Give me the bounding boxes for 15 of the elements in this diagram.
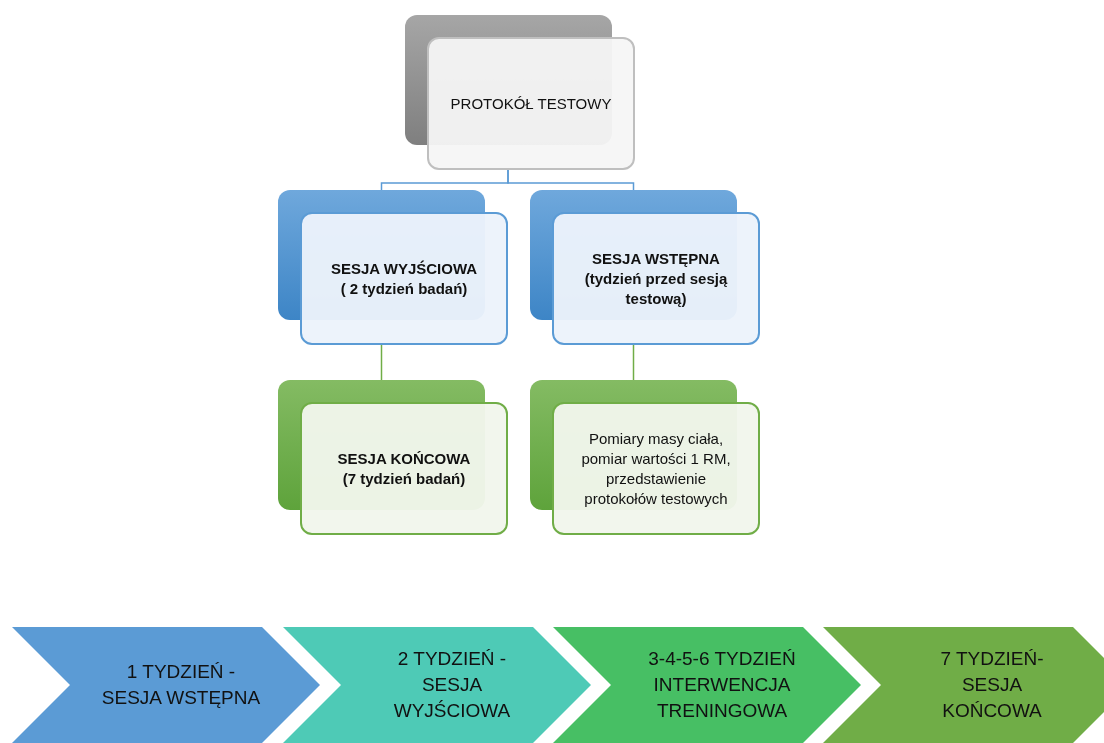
- card-title: SESJA KOŃCOWA: [337, 448, 471, 469]
- step-label: 7 TYDZIEŃ- SESJA KOŃCOWA: [939, 647, 1045, 723]
- card-subtitle: (7 tydzień badań): [342, 468, 466, 489]
- card-title: SESJA WSTĘPNA: [592, 248, 720, 269]
- step-label: 3-4-5-6 TYDZIEŃ INTERWENCJA TRENINGOWA: [647, 647, 797, 723]
- card-title: SESJA WYJŚCIOWA: [330, 258, 478, 279]
- card-subtitle: ( 2 tydzień badań): [340, 278, 468, 299]
- connector-line: [507, 169, 635, 191]
- connector-line: [380, 344, 383, 381]
- card-subtitle: (tydzień przed sesją testową): [583, 268, 729, 309]
- connector-line: [632, 344, 635, 381]
- step-label: 2 TYDZIEŃ - SESJA WYJŚCIOWA: [392, 647, 512, 723]
- card-title: PROTOKÓŁ TESTOWY: [450, 93, 612, 114]
- step-label: 1 TYDZIEŃ - SESJA WSTĘPNA: [100, 660, 262, 710]
- card-title: Pomiary masy ciała, pomiar wartości 1 RM, przedstawienie protokołów testowych: [580, 428, 732, 509]
